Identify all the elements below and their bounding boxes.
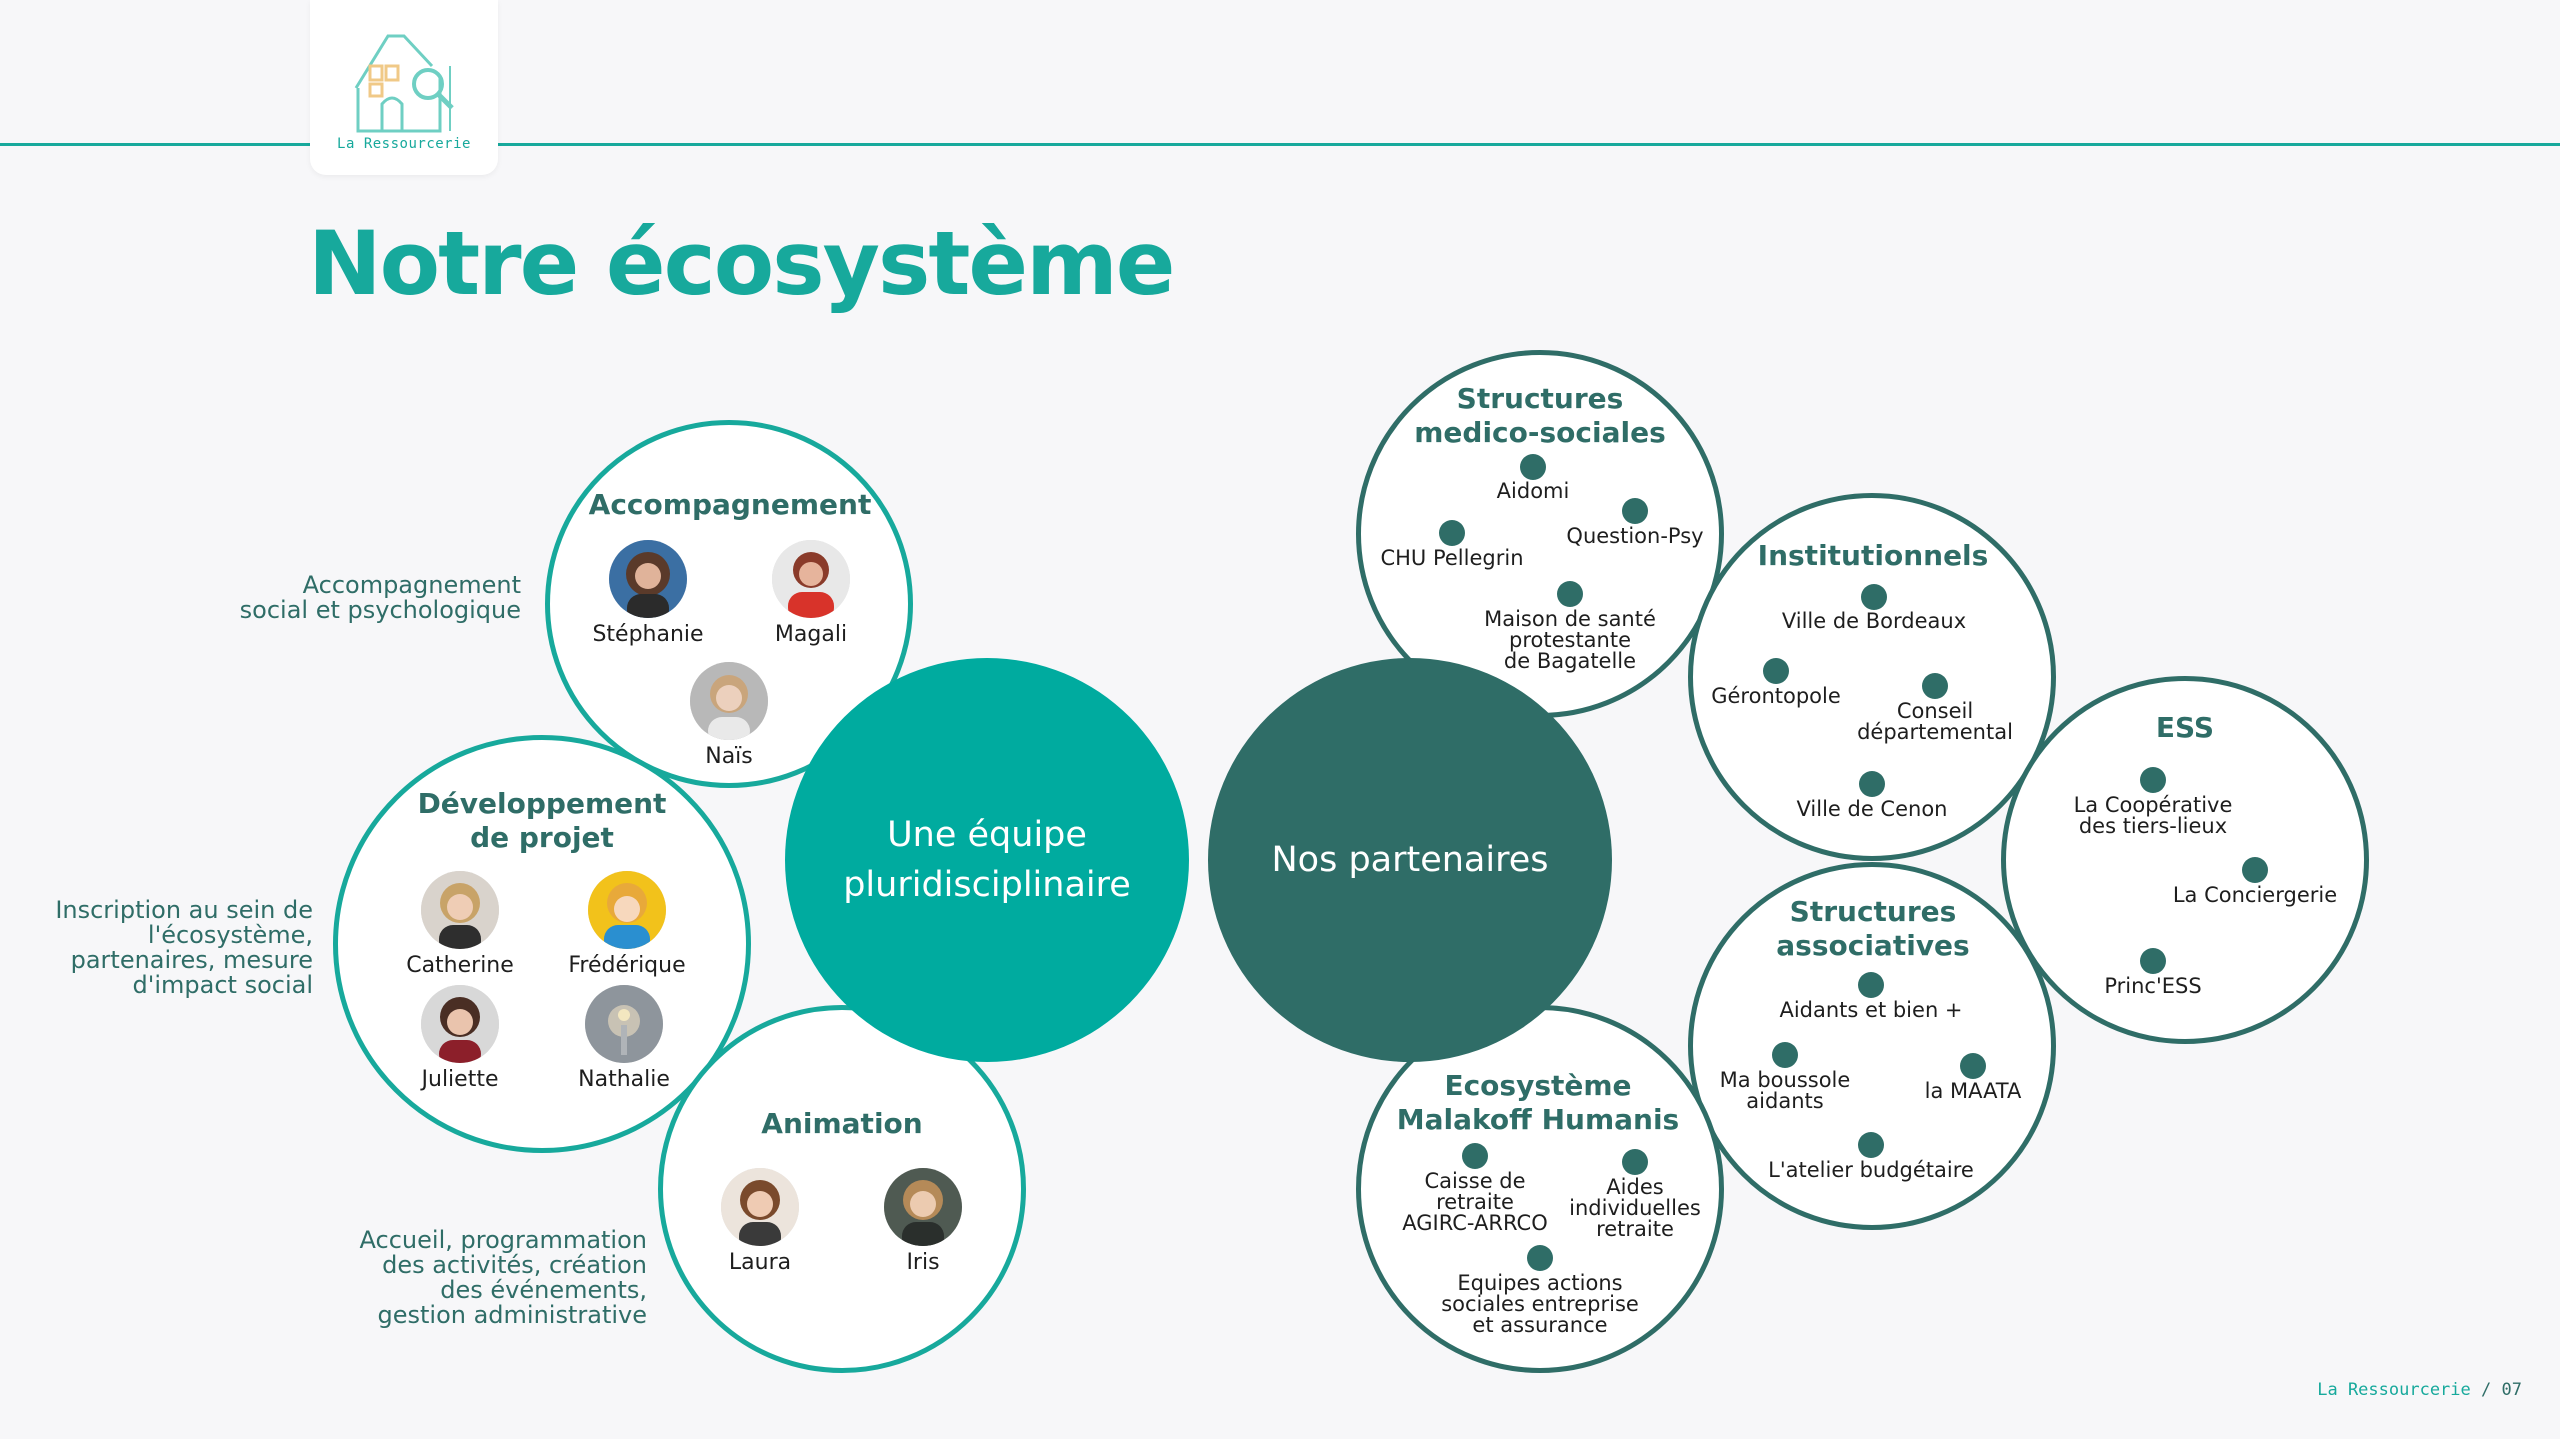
- avatar-magali: [772, 540, 850, 618]
- partner-item: La Conciergerie: [2172, 883, 2338, 907]
- footer-separator: /: [2481, 1380, 2492, 1400]
- partner-dot: [1439, 520, 1465, 546]
- partner-ess-circle: [2001, 676, 2369, 1044]
- partner-item: Question-Psy: [1566, 524, 1704, 548]
- partner-dot: [1960, 1053, 1986, 1079]
- group-title-developpement: Développement de projet: [417, 787, 667, 854]
- member-name: Frédérique: [568, 953, 686, 978]
- partner-dot: [1557, 581, 1583, 607]
- logo-text: La Ressourcerie: [337, 136, 471, 152]
- member-name: Magali: [774, 622, 848, 647]
- partner-item: Gérontopole: [1711, 684, 1841, 708]
- partner-item: Maison de santé protestante de Bagatelle: [1484, 607, 1656, 673]
- member-name: Stéphanie: [592, 622, 704, 647]
- avatar-nais: [690, 662, 768, 740]
- partner-dot: [1520, 454, 1546, 480]
- partner-item: Aidomi: [1496, 479, 1570, 503]
- member-name: Catherine: [406, 953, 514, 978]
- partner-item: La Coopérative des tiers-lieux: [2073, 793, 2233, 838]
- partner-title-malakoff: Ecosystème Malakoff Humanis: [1396, 1069, 1680, 1136]
- member-name: Laura: [728, 1250, 792, 1275]
- partner-item: Caisse de retraite AGIRC-ARRCO: [1402, 1169, 1548, 1235]
- member-name: Juliette: [421, 1067, 499, 1092]
- footer-page-number: 07: [2501, 1380, 2522, 1400]
- partner-dot: [2140, 767, 2166, 793]
- partner-item: la MAATA: [1924, 1079, 2022, 1103]
- member-name: Naïs: [705, 744, 753, 769]
- partner-title-institutionnels: Institutionnels: [1757, 539, 1989, 572]
- avatar-stephanie: [609, 540, 687, 618]
- partner-dot: [1763, 658, 1789, 684]
- partner-dot: [1922, 673, 1948, 699]
- partner-dot: [1859, 771, 1885, 797]
- avatar-laura: [721, 1168, 799, 1246]
- partner-item: Conseil départemental: [1857, 699, 2013, 744]
- team-center-circle: Une équipe pluridisciplinaire: [785, 658, 1189, 1062]
- partner-dot: [1772, 1042, 1798, 1068]
- member-name: Nathalie: [578, 1067, 670, 1092]
- partners-center-circle: Nos partenaires: [1208, 658, 1612, 1062]
- partner-item: Aides individuelles retraite: [1569, 1175, 1701, 1241]
- partner-dot: [2242, 857, 2268, 883]
- partner-dot: [1858, 1132, 1884, 1158]
- logo[interactable]: La Ressourcerie: [310, 0, 498, 175]
- partner-item: Ville de Bordeaux: [1781, 609, 1967, 633]
- partner-item: Ma boussole aidants: [1719, 1068, 1851, 1113]
- partner-dot: [1622, 498, 1648, 524]
- partner-title-medico-sociales: Structures medico-sociales: [1414, 382, 1666, 449]
- avatar-juliette: [421, 985, 499, 1063]
- partner-dot: [1622, 1149, 1648, 1175]
- partner-item: Equipes actions sociales entreprise et a…: [1441, 1271, 1639, 1337]
- avatar-iris: [884, 1168, 962, 1246]
- avatar-frederique: [588, 871, 666, 949]
- group-title-accompagnement: Accompagnement: [588, 488, 872, 521]
- house-magnifier-icon: [354, 34, 454, 133]
- partner-associatives-circle: [1688, 862, 2056, 1230]
- avatar-nathalie: [585, 985, 663, 1063]
- partner-title-ess: ESS: [2155, 711, 2215, 744]
- description-accompagnement: Accompagnement social et psychologique: [239, 571, 521, 624]
- group-animation-circle: [658, 1005, 1026, 1373]
- partner-dot: [1861, 584, 1887, 610]
- description-developpement: Inscription au sein de l'écosystème, par…: [55, 896, 313, 999]
- footer-brand: La Ressourcerie: [2317, 1380, 2471, 1400]
- partner-dot: [2140, 948, 2166, 974]
- partner-institutionnels-circle: [1688, 493, 2056, 861]
- description-animation: Accueil, programmation des activités, cr…: [359, 1226, 647, 1329]
- partner-dot: [1462, 1143, 1488, 1169]
- partner-item: Aidants et bien +: [1779, 998, 1963, 1022]
- footer-page-indicator: La Ressourcerie / 07: [2317, 1380, 2522, 1400]
- partner-dot: [1527, 1245, 1553, 1271]
- page-title: Notre écosystème: [308, 212, 1175, 315]
- partner-title-associatives: Structures associatives: [1776, 895, 1970, 962]
- partner-dot: [1858, 972, 1884, 998]
- group-title-animation: Animation: [761, 1107, 923, 1140]
- group-developpement-circle: [333, 735, 751, 1153]
- partner-item: CHU Pellegrin: [1380, 546, 1524, 570]
- member-name: Iris: [906, 1250, 940, 1275]
- avatar-catherine: [421, 871, 499, 949]
- partner-item: Princ'ESS: [2104, 974, 2202, 998]
- partner-item: Ville de Cenon: [1796, 797, 1948, 821]
- partner-item: L'atelier budgétaire: [1768, 1158, 1974, 1182]
- header-rule: [0, 143, 2560, 146]
